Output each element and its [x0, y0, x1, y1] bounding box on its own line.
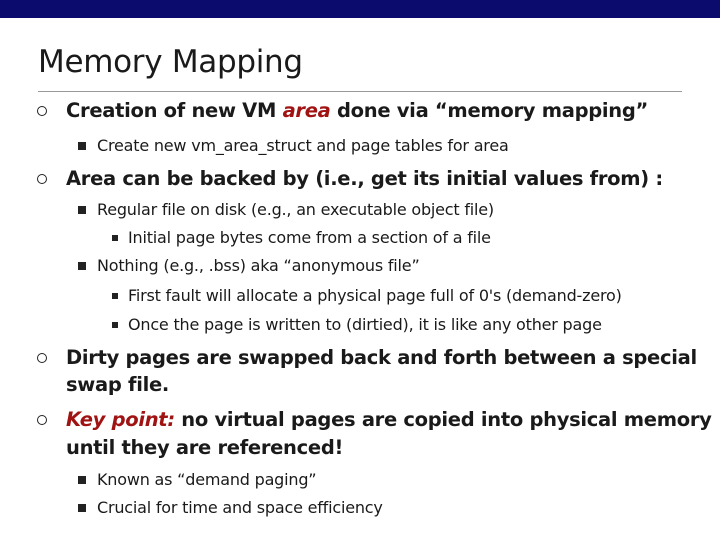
subbullet-text: Crucial for time and space efficiency — [97, 498, 383, 517]
hollow-circle-bullet-icon — [37, 353, 47, 363]
bullet-text-rest: no virtual pages are copied into physica… — [174, 408, 712, 431]
hollow-circle-bullet-icon — [37, 174, 47, 184]
hollow-circle-bullet-icon — [37, 415, 47, 425]
bullet-text-line1: Dirty pages are swapped back and forth b… — [66, 346, 697, 369]
subbullet-text: Create new vm_area_struct and page table… — [97, 136, 509, 155]
title-divider — [38, 91, 682, 92]
square-bullet-icon — [78, 476, 86, 484]
slide-title: Memory Mapping — [38, 44, 303, 80]
square-bullet-icon — [78, 142, 86, 150]
square-bullet-icon — [78, 262, 86, 270]
bullet-text-line1: Key point: no virtual pages are copied i… — [66, 406, 712, 434]
bullet-text: Creation of new VM area done via “memory… — [66, 97, 648, 125]
area-keyword: area — [282, 99, 331, 122]
bullet-text-line2: until they are referenced! — [66, 436, 344, 459]
bullet-text-line2: swap file. — [66, 373, 170, 396]
subsubbullet-text: Once the page is written to (dirtied), i… — [128, 315, 602, 334]
top-banner — [0, 0, 720, 18]
subbullet-text: Regular file on disk (e.g., an executabl… — [97, 200, 494, 219]
subbullet-text: Nothing (e.g., .bss) aka “anonymous file… — [97, 256, 420, 275]
subbullet-text: Known as “demand paging” — [97, 470, 317, 489]
square-bullet-icon — [78, 206, 86, 214]
key-point-label: Key point: — [66, 408, 175, 431]
bullet-text: Area can be backed by (i.e., get its ini… — [66, 167, 663, 190]
subsubbullet-text: First fault will allocate a physical pag… — [128, 286, 622, 305]
bullet-text-post: done via “memory mapping” — [330, 99, 649, 122]
small-square-bullet-icon — [112, 235, 118, 241]
square-bullet-icon — [78, 504, 86, 512]
subsubbullet-text: Initial page bytes come from a section o… — [128, 228, 491, 247]
small-square-bullet-icon — [112, 322, 118, 328]
bullet-text-pre: Creation of new VM — [66, 99, 283, 122]
small-square-bullet-icon — [112, 293, 118, 299]
hollow-circle-bullet-icon — [37, 106, 47, 116]
